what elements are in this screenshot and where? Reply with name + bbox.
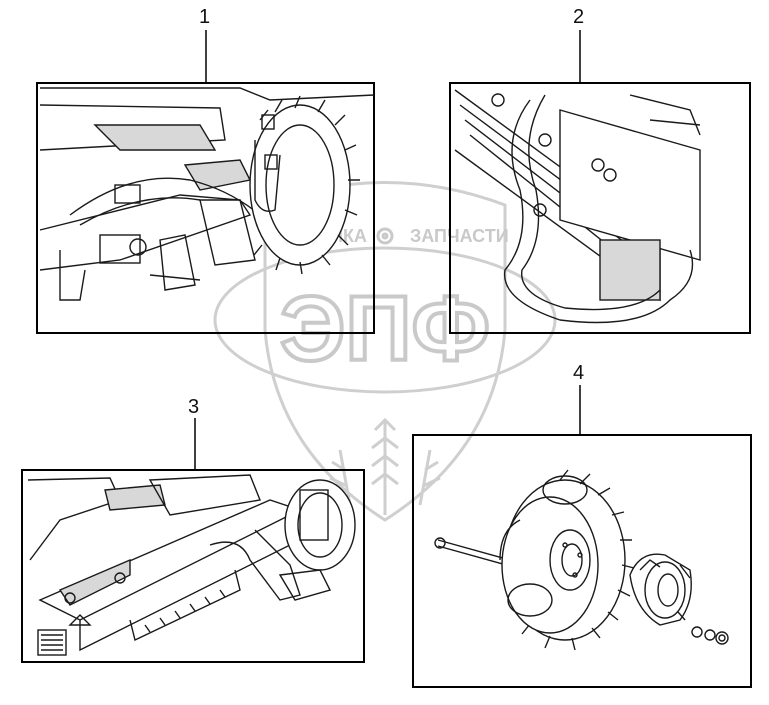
panel-3-number: 3 [188, 396, 200, 418]
watermark-shield [213, 181, 557, 522]
panel-1-frame [36, 30, 375, 334]
watermark-gear-icon [376, 227, 394, 245]
panel-2-frame [449, 30, 751, 334]
watermark-wheat-icon [329, 417, 441, 515]
panel-4-illustration [434, 469, 729, 651]
panel-1-number: 1 [199, 6, 211, 28]
panel-4-number: 4 [573, 362, 585, 384]
panel-3-illustration [27, 474, 356, 656]
watermark-logo-text: ЭПФ [280, 278, 490, 380]
watermark-right-text: ЗАПЧАСТИ [410, 226, 509, 246]
panel-2-illustration [454, 89, 701, 324]
panel-2-number: 2 [573, 6, 585, 28]
panel-1-illustration [39, 87, 375, 301]
panel-3-frame [21, 418, 365, 663]
panel-4-frame [412, 385, 752, 688]
